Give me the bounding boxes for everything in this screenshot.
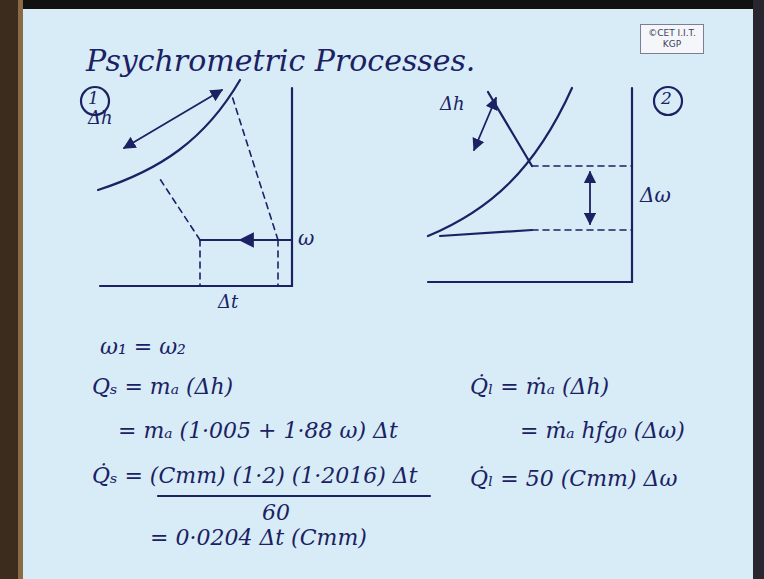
delta-h-label: Δh <box>440 94 465 115</box>
dashed-line <box>277 240 279 286</box>
formula: Qₛ = mₐ (Δh) <box>92 374 233 399</box>
logo-text: ©CET I.I.T. KGP <box>641 25 703 53</box>
logo-box: ©CET I.I.T. KGP <box>640 24 704 54</box>
callout-number: 2 <box>661 89 672 109</box>
callout-number: 1 <box>88 89 99 109</box>
formula: 60 <box>262 500 290 525</box>
number-circle <box>654 87 682 115</box>
dashed-line <box>158 176 200 240</box>
formula: Q̇ₗ = 50 (Cmm) Δω <box>470 466 677 491</box>
slide-title: Psychrometric Processes. <box>86 44 475 79</box>
left-border <box>0 0 22 579</box>
axis-label: ω <box>298 227 314 250</box>
dashed-line <box>532 165 632 167</box>
delta-w-arrow <box>589 172 591 224</box>
chart-axes <box>428 88 632 282</box>
delta-h-label: Δh <box>88 108 113 129</box>
dashed-line <box>232 96 278 240</box>
axis-label: Δω <box>640 184 671 207</box>
formula: Q̇ₛ = (Cmm) (1·2) (1·2016) Δt <box>92 463 418 488</box>
formula: = mₐ (1·005 + 1·88 ω) Δt <box>118 418 398 443</box>
formula: = ṁₐ hfg₀ (Δω) <box>520 418 685 443</box>
process-line <box>440 230 532 236</box>
saturation-curve <box>98 80 240 190</box>
fraction-bar <box>158 495 430 497</box>
process-arrow <box>240 239 258 241</box>
chart-axes <box>100 88 292 286</box>
delta-h-arrow <box>474 98 496 150</box>
delta-t-label: Δt <box>218 292 238 313</box>
delta-h-arrow <box>124 90 222 148</box>
top-bar <box>0 0 764 9</box>
right-border <box>753 0 764 579</box>
formula: Q̇ₗ = ṁₐ (Δh) <box>470 374 609 399</box>
dashed-line <box>199 240 201 286</box>
formula: ω₁ = ω₂ <box>100 334 186 359</box>
left-border-edge <box>18 0 23 579</box>
saturation-curve <box>428 88 572 236</box>
dashed-line <box>532 229 632 231</box>
formula: = 0·0204 Δt (Cmm) <box>150 525 367 550</box>
